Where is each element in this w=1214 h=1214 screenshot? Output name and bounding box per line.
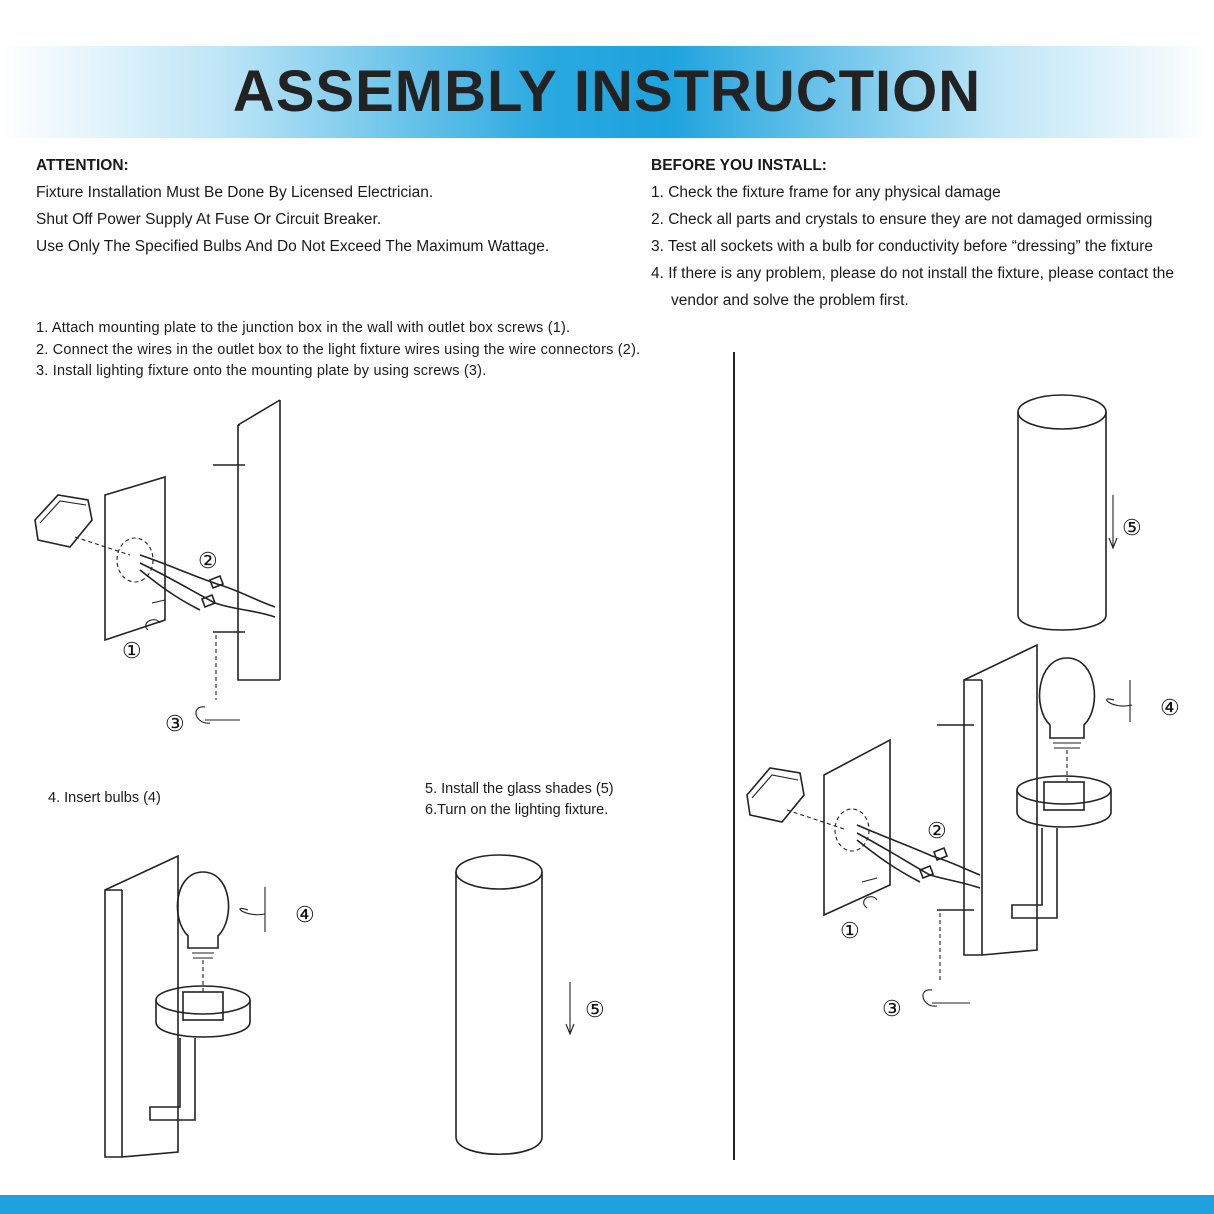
vertical-divider: [733, 352, 735, 1160]
mounting-diagram: ② ① ③: [34, 399, 281, 737]
step-3: 3. Install lighting fixture onto the mou…: [36, 363, 487, 379]
title-banner: ASSEMBLY INSTRUCTION: [0, 46, 1214, 138]
backplate-panel: [963, 643, 1038, 956]
marker-3: ③: [882, 997, 902, 1022]
before-install-line: vendor and solve the problem first.: [671, 292, 909, 309]
backplate-panel: [237, 399, 281, 681]
marker-5: ⑤: [585, 998, 605, 1023]
wire-connector: [208, 574, 225, 590]
attention-section: ATTENTION: Fixture Installation Must Be …: [36, 152, 549, 260]
step-5-6-caption: 5. Install the glass shades (5) 6.Turn o…: [425, 779, 614, 821]
before-install-heading: BEFORE YOU INSTALL:: [651, 157, 827, 174]
wire-connector: [918, 864, 935, 880]
light-bulb: [176, 871, 230, 949]
marker-1: ①: [122, 639, 142, 664]
footer-bar: [0, 1195, 1214, 1214]
step-2: 2. Connect the wires in the outlet box t…: [36, 341, 641, 358]
page-title: ASSEMBLY INSTRUCTION: [232, 59, 982, 124]
wire: [856, 824, 981, 876]
rotation-arrow: [1106, 698, 1133, 707]
before-install-section: BEFORE YOU INSTALL: 1. Check the fixture…: [651, 152, 1211, 314]
socket-thread: [1043, 781, 1085, 811]
step-6: 6.Turn on the lighting fixture.: [425, 802, 609, 818]
rotation-arrow: [195, 706, 211, 724]
wire: [139, 569, 201, 611]
attention-line: Use Only The Specified Bulbs And Do Not …: [36, 238, 550, 255]
marker-4: ④: [295, 903, 315, 928]
step-5: 5. Install the glass shades (5): [425, 781, 614, 797]
rotation-arrow: [861, 877, 878, 909]
wire: [856, 839, 921, 883]
before-install-line: 1. Check the fixture frame for any physi…: [651, 184, 1001, 201]
junction-box-top: [751, 774, 799, 799]
glass-shade-top: [455, 854, 543, 890]
junction-box-top: [39, 500, 87, 524]
rotation-arrow: [145, 599, 166, 631]
glass-shade-top: [1017, 394, 1107, 430]
before-install-line: 3. Test all sockets with a bulb for cond…: [651, 238, 1153, 255]
marker-2: ②: [198, 549, 218, 574]
marker-2: ②: [927, 819, 947, 844]
mounting-plate: [104, 475, 166, 642]
before-install-line: 4. If there is any problem, please do no…: [651, 265, 1174, 282]
fixture-arm: [149, 1038, 196, 1121]
rotation-arrow: [922, 989, 938, 1007]
step-1: 1. Attach mounting plate to the junction…: [36, 320, 571, 336]
wire: [856, 832, 981, 889]
before-install-line: 2. Check all parts and crystals to ensur…: [651, 211, 1153, 228]
wire-connector: [200, 593, 217, 609]
light-bulb: [1038, 657, 1096, 739]
socket-thread: [182, 991, 224, 1021]
socket-cup: [1016, 790, 1112, 828]
mounting-plate: [823, 738, 891, 917]
full-assembly-diagram: ⑤ ④ ② ① ③: [746, 394, 1180, 1022]
glass-shade-diagram: ⑤: [455, 854, 605, 1156]
rotation-arrow: [239, 908, 266, 916]
guide-line: [786, 809, 848, 831]
insert-bulb-diagram: ④: [104, 854, 315, 1158]
fixture-arm: [1011, 828, 1058, 919]
arrow-head: [1108, 537, 1118, 550]
wire-connector: [932, 846, 949, 862]
attention-line: Shut Off Power Supply At Fuse Or Circuit…: [36, 211, 382, 228]
arrow-head: [565, 1023, 575, 1036]
glass-shade: [455, 872, 543, 1156]
attention-line: Fixture Installation Must Be Done By Lic…: [36, 184, 434, 201]
attention-heading: ATTENTION:: [36, 157, 129, 174]
step-4: 4. Insert bulbs (4): [48, 790, 161, 806]
step-4-caption: 4. Insert bulbs (4): [48, 788, 161, 809]
installation-steps: 1. Attach mounting plate to the junction…: [36, 318, 640, 383]
socket-cup-top: [1016, 775, 1112, 805]
bulb-base: [192, 947, 214, 959]
backplate-panel: [104, 854, 179, 1158]
marker-4: ④: [1160, 696, 1180, 721]
marker-5: ⑤: [1122, 516, 1142, 541]
guide-line: [74, 536, 131, 556]
marker-1: ①: [840, 919, 860, 944]
junction-box: [34, 494, 93, 548]
socket-cup: [155, 1000, 251, 1038]
bulb-base: [1053, 737, 1081, 749]
glass-shade: [1017, 412, 1107, 631]
marker-3: ③: [165, 712, 185, 737]
junction-box: [746, 767, 805, 823]
